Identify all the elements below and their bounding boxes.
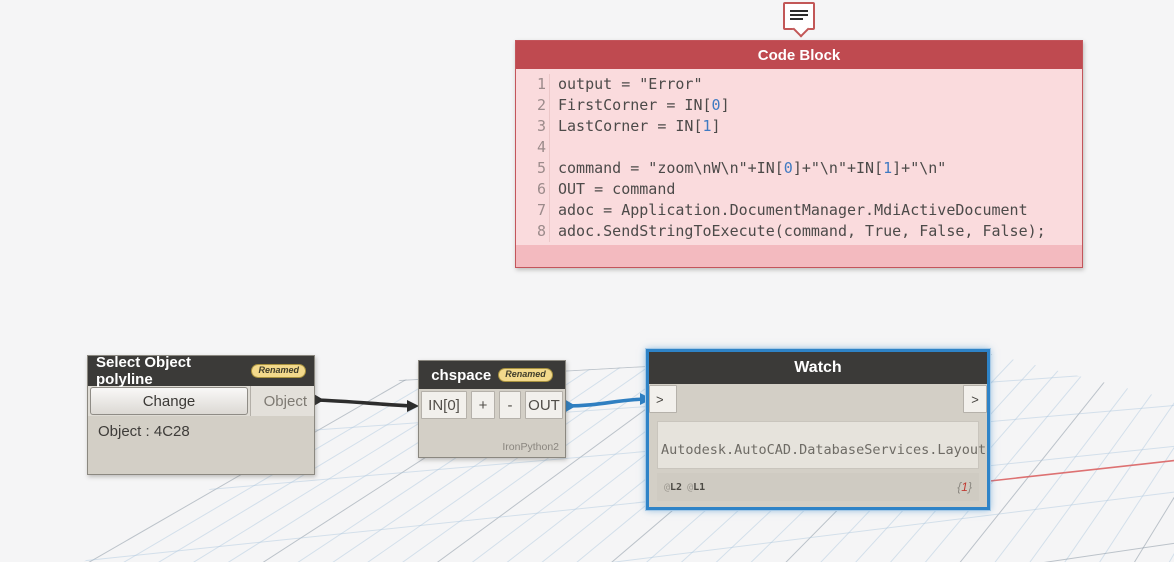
comment-line (790, 14, 808, 16)
chspace-node-body: IronPython2 (419, 421, 565, 457)
engine-label: IronPython2 (502, 441, 559, 453)
remove-input-button[interactable]: - (499, 391, 521, 419)
select-object-node[interactable]: Select Object polyline Renamed Change Ob… (87, 354, 315, 475)
watch-node[interactable]: Watch > > Autodesk.AutoCAD.DatabaseServi… (646, 349, 990, 510)
output-port-label: OUT (528, 396, 560, 414)
add-input-button[interactable]: + (471, 391, 495, 419)
comment-line (790, 18, 803, 20)
output-port-label: Object (263, 392, 307, 410)
watch-node-header[interactable]: Watch (649, 352, 987, 384)
watch-list-count: {1} (957, 480, 972, 494)
select-node-body: Object : 4C28 (88, 416, 314, 474)
input-port-in0[interactable]: IN[0] (421, 391, 467, 419)
watch-input-port[interactable]: > (649, 385, 677, 413)
chspace-node-header[interactable]: chspace Renamed (419, 361, 565, 389)
renamed-badge: Renamed (251, 364, 306, 378)
code-line: 4 (524, 137, 1076, 158)
watch-levels-toggle[interactable]: @L2@L1 (664, 481, 706, 493)
renamed-badge: Renamed (498, 368, 553, 382)
input-port-label: IN[0] (428, 396, 460, 414)
comment-line (790, 10, 808, 12)
watch-output-port[interactable]: > (963, 385, 987, 413)
watch-node-title: Watch (794, 359, 842, 376)
code-block-header[interactable]: Code Block (516, 41, 1082, 69)
chspace-ports-row: IN[0] + - OUT (419, 389, 565, 421)
chspace-node[interactable]: chspace Renamed IN[0] + - OUT IronPython… (418, 360, 566, 458)
select-node-title: Select Object polyline (96, 354, 192, 388)
output-port-object[interactable]: Object (250, 386, 314, 416)
code-block-footer-strip (516, 245, 1082, 267)
wire-object-to-in0[interactable] (313, 398, 416, 408)
wire-out-to-watch[interactable] (565, 397, 650, 408)
watch-ports-row: > > (649, 384, 987, 414)
output-port-out[interactable]: OUT (525, 391, 563, 419)
select-node-ports-row: Change Object (88, 386, 314, 416)
select-node-header[interactable]: Select Object polyline Renamed (88, 354, 314, 388)
watch-footer: @L2@L1 {1} (657, 473, 979, 501)
chspace-node-title: chspace (431, 366, 492, 384)
selected-object-value: Object : 4C28 (98, 423, 190, 440)
change-button[interactable]: Change (90, 387, 248, 415)
code-block-title: Code Block (757, 46, 841, 64)
comment-note-icon[interactable] (783, 2, 815, 38)
watch-value[interactable]: Autodesk.AutoCAD.DatabaseServices.Layout (657, 421, 986, 469)
